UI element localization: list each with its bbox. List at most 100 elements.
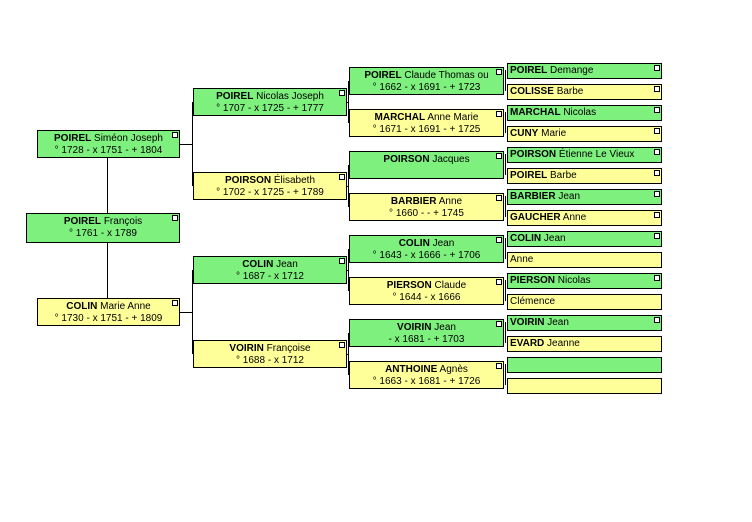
person-p28[interactable]: VOIRIN Jean (507, 315, 662, 331)
given-name: Jacques (432, 154, 470, 165)
person-p27[interactable]: Clémence (507, 294, 662, 310)
given-name: François (103, 216, 143, 227)
life-dates: ° 1671 - x 1691 - + 1725 (372, 124, 481, 135)
given-name: Marie Anne (100, 301, 151, 312)
expand-toggle-icon[interactable] (496, 69, 502, 75)
given-name: Agnès (439, 364, 468, 375)
expand-toggle-icon[interactable] (339, 90, 345, 96)
expand-toggle-icon[interactable] (496, 111, 502, 117)
surname: MARCHAL (374, 112, 426, 123)
expand-toggle-icon[interactable] (496, 279, 502, 285)
surname: COLIN (398, 238, 430, 249)
expand-toggle-icon[interactable] (496, 321, 502, 327)
expand-toggle-icon[interactable] (496, 363, 502, 369)
expand-toggle-icon[interactable] (339, 342, 345, 348)
person-p24[interactable]: COLIN Jean (507, 231, 662, 247)
expand-toggle-icon[interactable] (654, 191, 660, 197)
person-p21[interactable]: POIREL Barbe (507, 168, 662, 184)
expand-toggle-icon[interactable] (339, 258, 345, 264)
person-p25[interactable]: Anne (507, 252, 662, 268)
person-p19[interactable]: CUNY Marie (507, 126, 662, 142)
given-name: Siméon Joseph (94, 133, 163, 144)
expand-toggle-icon[interactable] (172, 132, 178, 138)
surname: COLIN (510, 233, 542, 244)
person-p23[interactable]: GAUCHER Anne (507, 210, 662, 226)
life-dates: - x 1681 - + 1703 (388, 334, 465, 345)
surname: EVARD (510, 338, 545, 349)
life-dates: ° 1707 - x 1725 - + 1777 (216, 103, 324, 114)
person-p5[interactable]: POIRSON Élisabeth ° 1702 - x 1725 - + 17… (193, 172, 347, 200)
given-name: Jean (276, 259, 298, 270)
surname: POIRSON (510, 149, 557, 160)
person-p30[interactable] (507, 357, 662, 373)
person-p1[interactable]: POIREL François ° 1761 - x 1789 (26, 213, 180, 243)
person-p13[interactable]: PIERSON Claude ° 1644 - x 1666 (349, 277, 504, 305)
surname: POIREL (510, 65, 548, 76)
surname: POIREL (54, 133, 92, 144)
expand-toggle-icon[interactable] (339, 174, 345, 180)
expand-toggle-icon[interactable] (496, 195, 502, 201)
surname: POIREL (216, 91, 254, 102)
given-name: Nicolas (563, 107, 597, 118)
life-dates: ° 1688 - x 1712 (236, 355, 304, 366)
person-p18[interactable]: MARCHAL Nicolas (507, 105, 662, 121)
expand-toggle-icon[interactable] (654, 317, 660, 323)
expand-toggle-icon[interactable] (654, 65, 660, 71)
person-p8[interactable]: POIREL Claude Thomas ou ° 1662 - x 1691 … (349, 67, 504, 95)
person-p16[interactable]: POIREL Demange (507, 63, 662, 79)
life-dates: ° 1687 - x 1712 (236, 271, 304, 282)
life-dates: ° 1662 - x 1691 - + 1723 (372, 82, 481, 93)
life-dates: ° 1761 - x 1789 (69, 228, 137, 239)
surname: POIREL (63, 216, 102, 227)
given-name: Barbe (550, 170, 577, 181)
person-p14[interactable]: VOIRIN Jean - x 1681 - + 1703 (349, 319, 504, 347)
expand-toggle-icon[interactable] (654, 107, 660, 113)
given-name: Jean (547, 317, 569, 328)
person-p31[interactable] (507, 378, 662, 394)
expand-toggle-icon[interactable] (172, 215, 178, 221)
person-p29[interactable]: EVARD Jeanne (507, 336, 662, 352)
person-p2[interactable]: POIREL Siméon Joseph ° 1728 - x 1751 - +… (37, 130, 180, 158)
person-p3[interactable]: COLIN Marie Anne ° 1730 - x 1751 - + 180… (37, 298, 180, 326)
person-p9[interactable]: MARCHAL Anne Marie ° 1671 - x 1691 - + 1… (349, 109, 504, 137)
person-p17[interactable]: COLISSE Barbe (507, 84, 662, 100)
given-name: Étienne Le Vieux (558, 149, 635, 160)
life-dates: ° 1643 - x 1666 - + 1706 (372, 250, 481, 261)
person-p11[interactable]: BARBIER Anne ° 1660 - - + 1745 (349, 193, 504, 221)
expand-toggle-icon[interactable] (172, 300, 178, 306)
given-name: Anne (562, 212, 587, 223)
person-p26[interactable]: PIERSON Nicolas (507, 273, 662, 289)
expand-toggle-icon[interactable] (654, 149, 660, 155)
expand-toggle-icon[interactable] (496, 153, 502, 159)
surname: GAUCHER (510, 212, 561, 223)
surname: POIREL (510, 170, 548, 181)
surname: COLIN (242, 259, 274, 270)
person-p22[interactable]: BARBIER Jean (507, 189, 662, 205)
surname: VOIRIN (397, 322, 432, 333)
person-p7[interactable]: VOIRIN Françoise ° 1688 - x 1712 (193, 340, 347, 368)
given-name: Anne (438, 196, 463, 207)
expand-toggle-icon[interactable] (654, 170, 660, 176)
given-name: Françoise (266, 343, 311, 354)
given-name: Nicolas Joseph (256, 91, 324, 102)
given-name: Anne Marie (427, 112, 479, 123)
expand-toggle-icon[interactable] (654, 86, 660, 92)
person-p10[interactable]: POIRSON Jacques (349, 151, 504, 179)
surname: POIREL (364, 70, 402, 81)
given-name: Clémence (510, 296, 556, 307)
expand-toggle-icon[interactable] (654, 212, 660, 218)
person-p12[interactable]: COLIN Jean ° 1643 - x 1666 - + 1706 (349, 235, 504, 263)
person-p15[interactable]: ANTHOINE Agnès ° 1663 - x 1681 - + 1726 (349, 361, 504, 389)
expand-toggle-icon[interactable] (654, 128, 660, 134)
expand-toggle-icon[interactable] (496, 237, 502, 243)
given-name: Anne (510, 254, 534, 265)
person-p4[interactable]: POIREL Nicolas Joseph ° 1707 - x 1725 - … (193, 88, 347, 116)
given-name: Élisabeth (273, 175, 316, 186)
expand-toggle-icon[interactable] (654, 275, 660, 281)
given-name: Jean (558, 191, 581, 202)
life-dates: ° 1660 - - + 1745 (389, 208, 464, 219)
person-p20[interactable]: POIRSON Étienne Le Vieux (507, 147, 662, 163)
expand-toggle-icon[interactable] (654, 233, 660, 239)
person-p6[interactable]: COLIN Jean ° 1687 - x 1712 (193, 256, 347, 284)
